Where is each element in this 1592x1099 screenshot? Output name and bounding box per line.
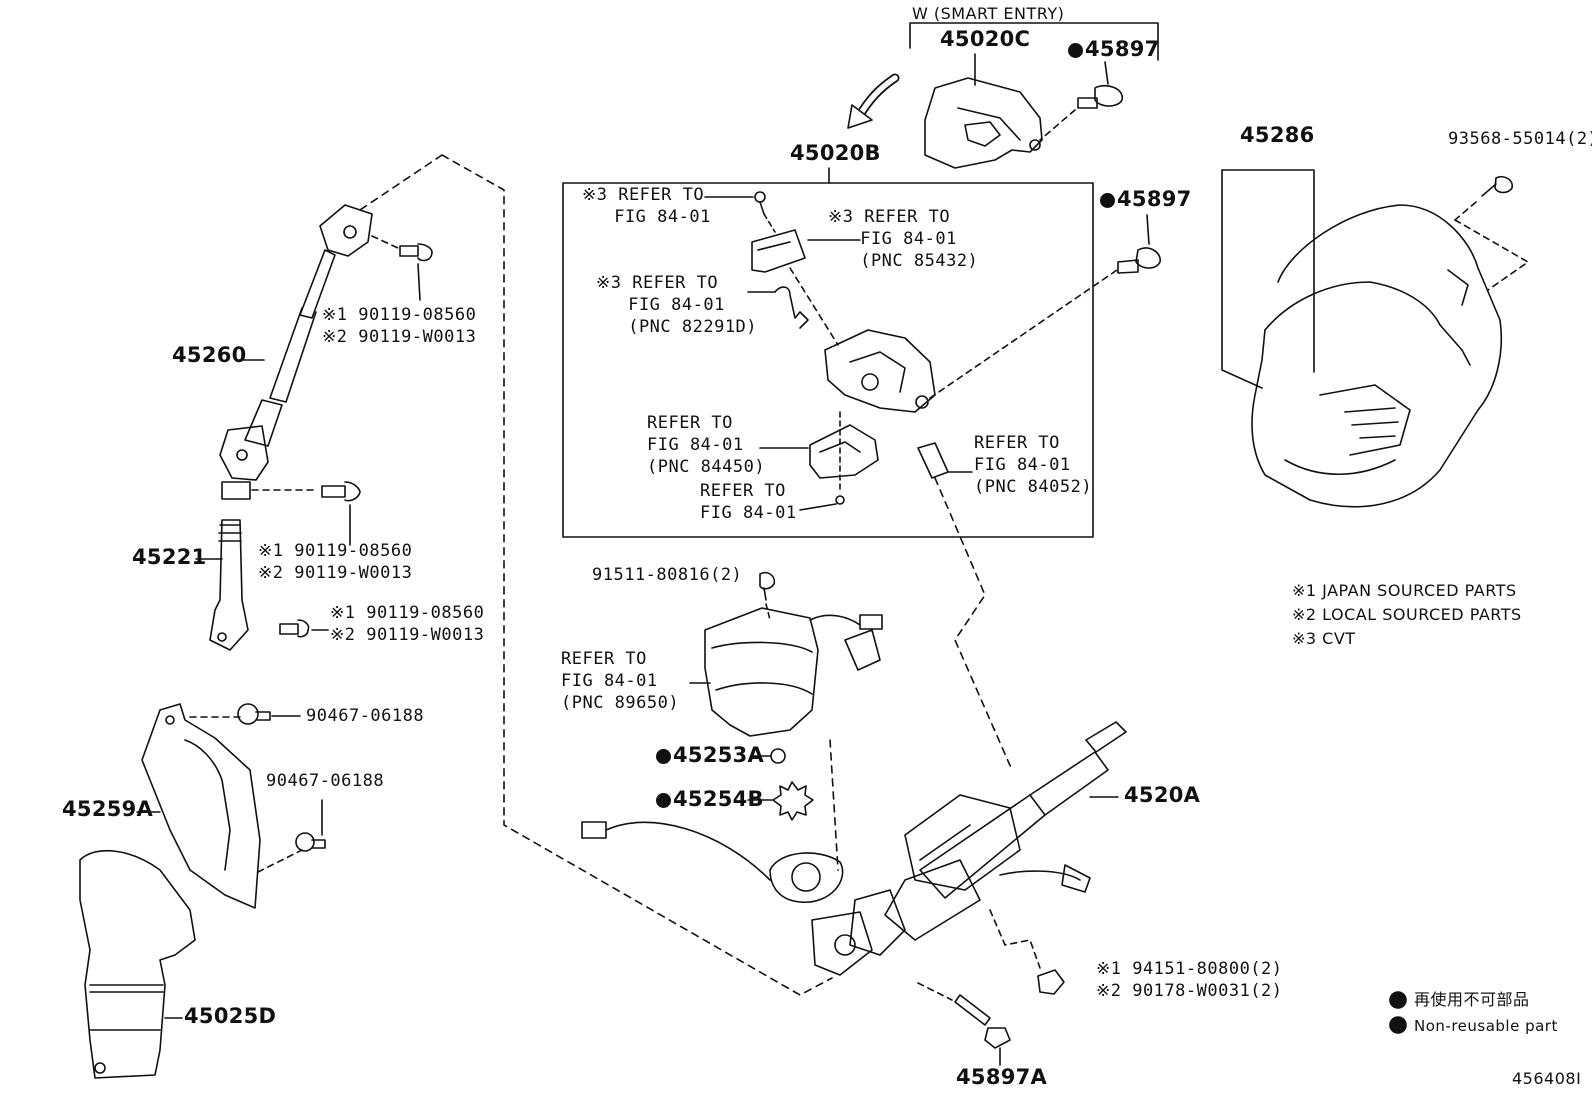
legend-dots [1389, 991, 1407, 1034]
part-45025D-boot [79, 849, 196, 1079]
label-45020B: 45020B [790, 141, 881, 165]
label-ref-84450: REFER TO FIG 84-01 (PNC 84450) [647, 413, 766, 477]
legend-note-3: ※3 CVT [1292, 629, 1356, 648]
figure-id: 456408I [1512, 1069, 1582, 1088]
part-45260-intermediate-shaft [219, 204, 373, 500]
part-45221-shaft [195, 519, 249, 651]
smart-entry-bracket [909, 22, 1159, 61]
part-45259A-cover [136, 703, 303, 909]
part-45020B-box [562, 167, 1094, 538]
label-90467-lower: 90467-06188 [266, 771, 385, 791]
label-4520A: 4520A [1124, 783, 1201, 807]
non-reusable-dot-icon [656, 793, 671, 808]
label-ref-1: ※3 REFER TO FIG 84-01 [582, 185, 711, 227]
bolt-45221 [279, 619, 329, 638]
part-45254B [747, 781, 814, 821]
part-45897-screw-top [1039, 61, 1123, 141]
label-ref-84052: REFER TO FIG 84-01 (PNC 84052) [974, 433, 1093, 497]
label-bolt-pair-2: ※1 90119-08560 ※2 90119-W0013 [258, 541, 413, 583]
assembly-dashed-path [359, 154, 1013, 996]
clip-90467-upper [237, 703, 301, 725]
label-45025D: 45025D [184, 1004, 277, 1028]
non-reusable-dot-icon [656, 749, 671, 764]
label-ref-89650: REFER TO FIG 84-01 (PNC 89650) [561, 649, 680, 713]
label-45259A: 45259A [62, 797, 154, 821]
bolt-upper-shaft [371, 235, 433, 301]
steering-lock-motor [689, 607, 883, 737]
clip-90467-lower [295, 799, 326, 852]
label-93568: 93568-55014(2) [1448, 129, 1592, 149]
part-4520A-steering-column [811, 721, 1127, 976]
legend-non-reusable-jp: 再使用不可部品 [1414, 990, 1530, 1009]
label-45897-mid: 45897 [1100, 188, 1192, 210]
label-45897-top-text: 45897 [1085, 37, 1160, 61]
label-45020C: 45020C [940, 27, 1031, 51]
part-45253A [751, 748, 786, 764]
legend-note-2: ※2 LOCAL SOURCED PARTS [1292, 605, 1522, 624]
label-45897-top: 45897 [1068, 38, 1160, 60]
label-45260: 45260 [172, 343, 247, 367]
part-45897-screw-mid [1117, 214, 1161, 274]
label-45254B: 45254B [656, 788, 764, 810]
part-45286-column-cover [1221, 169, 1503, 508]
label-45286: 45286 [1240, 123, 1315, 147]
part-93568-screw [1454, 175, 1529, 291]
label-ref-85432: ※3 REFER TO FIG 84-01 (PNC 85432) [828, 207, 979, 271]
legend-non-reusable-en: Non-reusable part [1414, 1017, 1558, 1035]
key-cylinder-assembly [704, 191, 1121, 511]
part-45020C-housing [924, 53, 1043, 169]
label-45254B-text: 45254B [673, 787, 764, 811]
label-45221: 45221 [132, 545, 207, 569]
label-91511: 91511-80816(2) [592, 565, 743, 585]
spiral-cable [581, 821, 844, 903]
part-91511-bolt [759, 571, 776, 621]
part-45897A-bolt [917, 982, 1011, 1066]
label-bolt-pair-1: ※1 90119-08560 ※2 90119-W0013 [322, 305, 477, 347]
label-smart-entry: W (SMART ENTRY) [912, 4, 1065, 23]
legend-note-1: ※1 JAPAN SOURCED PARTS [1292, 581, 1517, 600]
label-45897-mid-text: 45897 [1117, 187, 1192, 211]
non-reusable-dot-icon [1100, 193, 1115, 208]
label-ref-screw: REFER TO FIG 84-01 [700, 481, 797, 523]
non-reusable-dot-icon [1068, 43, 1083, 58]
label-45897A: 45897A [956, 1065, 1048, 1089]
direction-arrow [847, 73, 900, 129]
nut-94151 [989, 909, 1065, 995]
label-45253A: 45253A [656, 744, 764, 766]
label-90467-upper: 90467-06188 [306, 706, 425, 726]
label-ref-82291D: ※3 REFER TO FIG 84-01 (PNC 82291D) [596, 273, 758, 337]
label-45253A-text: 45253A [673, 743, 765, 767]
label-bolt-pair-4: ※1 94151-80800(2) ※2 90178-W0031(2) [1096, 959, 1283, 1001]
label-bolt-pair-3: ※1 90119-08560 ※2 90119-W0013 [330, 603, 485, 645]
bolt-lower-shaft [321, 481, 361, 546]
